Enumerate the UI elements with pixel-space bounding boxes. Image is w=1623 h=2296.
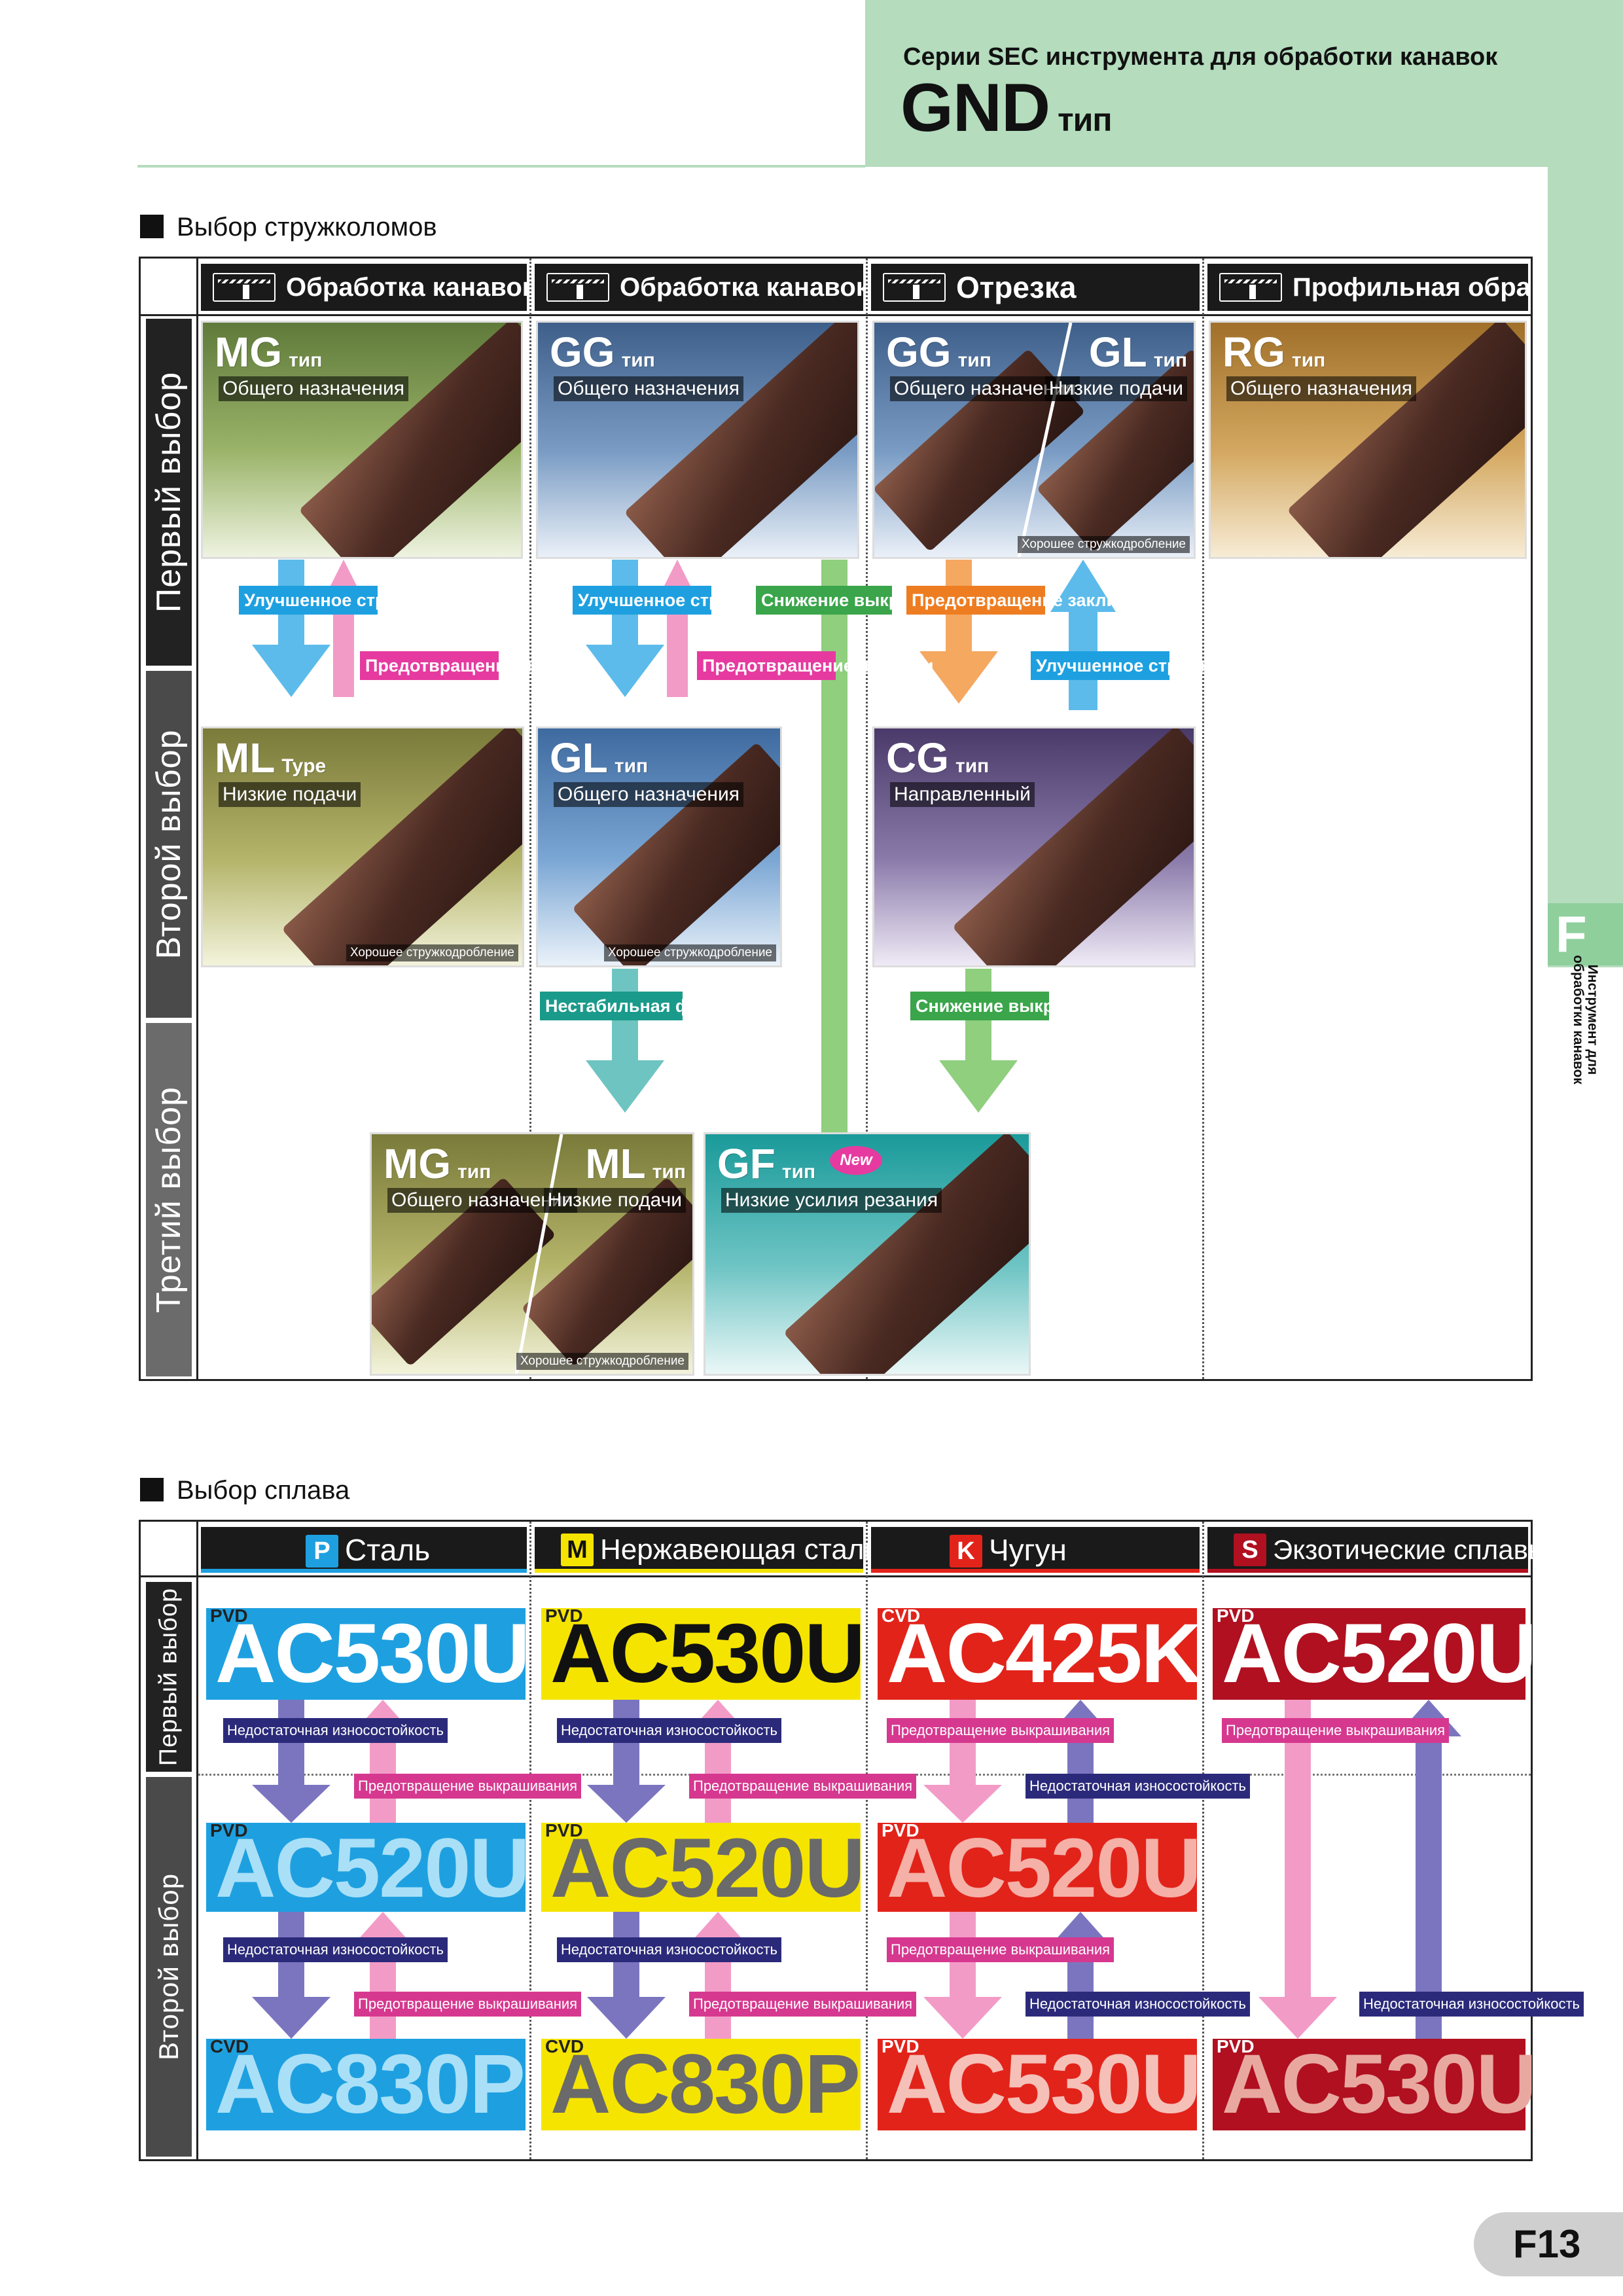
profiling-icon <box>1219 273 1282 302</box>
split-divider-third <box>514 1134 563 1374</box>
gg-insert-image <box>624 323 857 557</box>
label-chip-p2: Предотвращение выкрашивания <box>354 1992 582 2017</box>
row-label-third: Третий выбор <box>146 1023 192 1376</box>
mg-insert-image <box>298 323 521 557</box>
row-label-first: Первый выбор <box>146 319 192 666</box>
arrow-green-cutoff <box>939 969 1018 1113</box>
section-title-alloy: Выбор сплава <box>140 1476 349 1505</box>
tag-unstable-chip: Нестабильная форма стружки <box>540 992 811 1020</box>
grooving-icon <box>546 273 609 302</box>
label-chip-k1: Предотвращение выкрашивания <box>887 1718 1115 1743</box>
tag-reduce-chipping-1: Снижение выкрашиваний <box>756 586 988 615</box>
cutoff-icon <box>883 273 946 302</box>
label-chip-m1: Предотвращение выкрашивания <box>689 1774 917 1799</box>
alloy-arrows-left <box>252 1700 751 2039</box>
arrow-long-green <box>802 560 867 1325</box>
alloy-row-second: Второй выбор <box>146 1777 192 2157</box>
tag-improved-chip-1: Улучшенное стружкодробление <box>239 586 523 615</box>
label-wear-s: Недостаточная износостойкость <box>1359 1992 1584 2017</box>
label-wear-p1: Недостаточная износостойкость <box>223 1718 448 1743</box>
tag-improved-chip-3: Улучшенное стружкодробление <box>1031 651 1315 680</box>
label-chip-s: Предотвращение выкрашивания <box>1222 1718 1450 1743</box>
tag-prevent-break-1: Предотвращение поломки <box>360 651 597 680</box>
column-header-profiling: Профильная обработка <box>1207 264 1528 311</box>
tag-reduce-chipping-2: Снижение выкрашиваний <box>910 992 1142 1020</box>
label-wear-m1: Недостаточная износостойкость <box>557 1718 781 1743</box>
side-tab: F <box>1548 903 1623 965</box>
side-label: Инструмент для обработки канавок <box>1548 955 1623 1085</box>
row-label-second: Второй выбор <box>146 671 192 1018</box>
column-header-grooving-turning: Обработка канавок/точение <box>201 264 527 311</box>
header-subtitle: Серии SEC инструмента для обработки кана… <box>903 43 1498 71</box>
column-header-cutoff: Отрезка <box>871 264 1200 311</box>
tag-prevent-break-2: Предотвращение поломки <box>697 651 934 680</box>
column-header-grooving: Обработка канавок <box>535 264 863 311</box>
label-chip-m2: Предотвращение выкрашивания <box>689 1992 917 2017</box>
label-chip-p1: Предотвращение выкрашивания <box>354 1774 582 1799</box>
gf-insert-image <box>783 1134 1029 1374</box>
label-wear-m2: Недостаточная износостойкость <box>557 1937 781 1962</box>
arrows-cutoff <box>919 560 1116 710</box>
label-wear-k2: Недостаточная износостойкость <box>1026 1992 1250 2017</box>
alloy-row-first: Первый выбор <box>146 1582 192 1772</box>
page-number: F13 <box>1474 2212 1623 2276</box>
tag-improved-chip-2: Улучшенное стружкодробление <box>573 586 857 615</box>
tag-prevent-jamming: Предотвращение заклинивания <box>906 586 1191 615</box>
header-line <box>137 165 865 168</box>
alloy-arrows-right <box>923 1700 1461 2039</box>
split-divider <box>1017 323 1073 557</box>
chipbreaker-table: Обработка канавок/точение Обработка кана… <box>139 257 1533 1381</box>
grooving-turning-icon <box>213 273 276 302</box>
header-band <box>865 0 1623 167</box>
new-badge: New <box>830 1146 882 1175</box>
label-wear-p2: Недостаточная износостойкость <box>223 1937 448 1962</box>
section-title-chipbreaker: Выбор стружколомов <box>140 213 437 242</box>
label-chip-k2: Предотвращение выкрашивания <box>887 1937 1115 1962</box>
label-wear-k1: Недостаточная износостойкость <box>1026 1774 1250 1799</box>
arrow-teal <box>586 969 664 1113</box>
